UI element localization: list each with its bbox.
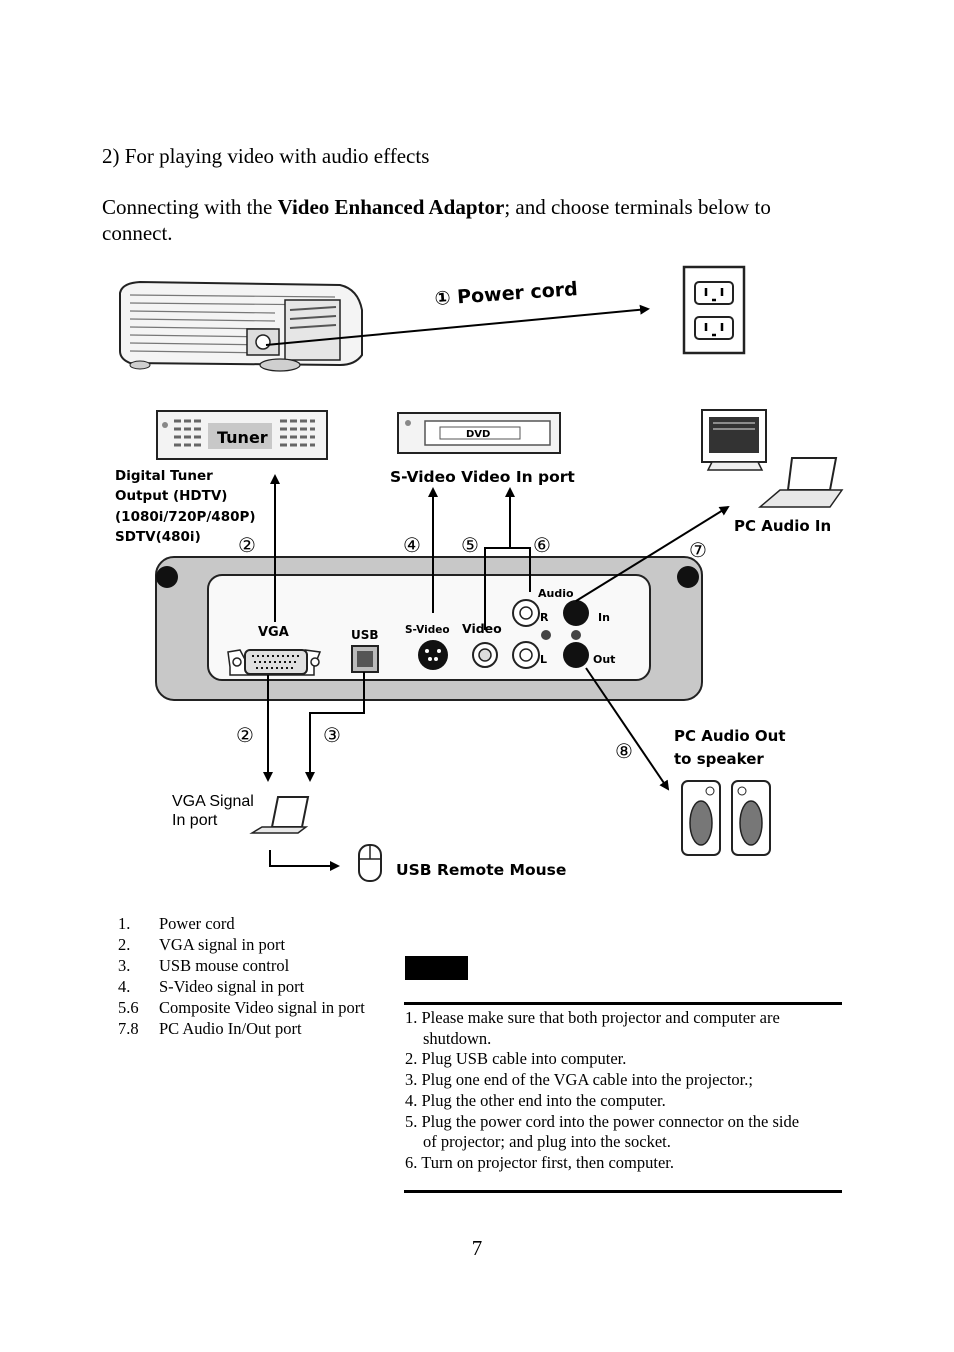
legend-item: 2. VGA signal in port — [118, 934, 365, 955]
marker-2-top: ② — [238, 535, 256, 557]
wall-socket-illustration — [682, 265, 746, 355]
svideo-video-in-label: S-Video Video In port — [390, 468, 575, 486]
step-text: 5. Plug the power cord into the power co… — [405, 1111, 800, 1131]
pc-audio-out-line-2: to speaker — [674, 750, 764, 768]
legend-text: PC Audio In/Out port — [159, 1019, 302, 1038]
marker-5: ⑤ — [461, 535, 479, 557]
laptop-pc-audio-in — [757, 457, 844, 508]
setup-steps: 1. Please make sure that both projector … — [405, 1008, 845, 1174]
marker-2-bottom: ② — [236, 725, 254, 747]
panel-usb-label: USB — [351, 628, 379, 642]
step-text-continued: of projector; and plug into the socket. — [423, 1132, 671, 1152]
panel-in-label: In — [598, 611, 610, 624]
digital-tuner-line-1: Digital Tuner — [115, 468, 213, 484]
marker-4: ④ — [403, 535, 421, 557]
legend-number: 3. — [118, 956, 131, 975]
adaptor-panel — [155, 556, 703, 701]
step-text-continued: shutdown. — [423, 1028, 492, 1048]
step-item: 2. Plug USB cable into computer. — [405, 1049, 845, 1070]
digital-tuner-output-label: Digital Tuner Output (HDTV) (1080i/720P/… — [115, 468, 260, 545]
step-item: 6. Turn on projector first, then compute… — [405, 1153, 845, 1174]
panel-audio-label: Audio — [538, 587, 574, 600]
step-item: 3. Plug one end of the VGA cable into th… — [405, 1070, 845, 1091]
marker-3: ③ — [323, 725, 341, 747]
step-text: 1. Please make sure that both projector … — [405, 1008, 780, 1027]
intro-paragraph: Connecting with the Video Enhanced Adapt… — [102, 194, 842, 246]
legend-number: 7.8 — [118, 1019, 139, 1038]
step-item: 1. Please make sure that both projector … — [405, 1008, 845, 1049]
intro-bold-term: Video Enhanced Adaptor — [277, 195, 505, 219]
tuner-label: Tuner — [217, 428, 268, 447]
panel-out-label: Out — [593, 653, 615, 666]
legend-number: 4. — [118, 977, 131, 996]
vga-signal-line-2: In port — [172, 812, 218, 829]
legend-text: S-Video signal in port — [159, 977, 305, 996]
legend-item: 7.8 PC Audio In/Out port — [118, 1018, 365, 1039]
step-text: 6. Turn on projector first, then compute… — [405, 1152, 675, 1172]
legend-item: 1. Power cord — [118, 913, 365, 934]
panel-r-label: R — [540, 611, 549, 624]
legend-item: 3. USB mouse control — [118, 955, 365, 976]
legend-number: 1. — [118, 914, 131, 933]
pc-audio-out-line-1: PC Audio Out — [674, 727, 786, 745]
legend-number: 5.6 — [118, 998, 139, 1017]
panel-video-label: Video — [462, 621, 502, 636]
legend-text: Composite Video signal in port — [159, 998, 365, 1017]
projector-illustration — [119, 280, 363, 372]
panel-vga-label: VGA — [258, 625, 289, 640]
laptop-vga-signal — [249, 796, 310, 834]
digital-tuner-line-3: (1080i/720P/480P) — [115, 509, 256, 525]
digital-tuner-line-2: Output (HDTV) — [115, 488, 227, 504]
step-item: 4. Plug the other end into the computer. — [405, 1091, 845, 1112]
panel-l-label: L — [540, 653, 547, 666]
speakers-illustration — [681, 780, 771, 856]
legend-item: 4. S-Video signal in port — [118, 976, 365, 997]
page-number: 7 — [471, 1236, 483, 1260]
connection-diagram: ① Power cord Tuner DVD Digital Tuner — [115, 265, 844, 882]
pc-audio-out-label: PC Audio Out to speaker — [674, 727, 791, 768]
step-text: 3. Plug one end of the VGA cable into th… — [405, 1070, 753, 1090]
legend-number: 2. — [118, 935, 131, 954]
vga-signal-line-1: VGA Signal — [172, 793, 254, 810]
marker-8: ⑧ — [615, 741, 633, 763]
legend-item: 5.6 Composite Video signal in port — [118, 997, 365, 1018]
note-top-rule — [404, 1002, 842, 1005]
note-tag-block — [405, 956, 468, 980]
power-cord-label: ① Power cord — [434, 278, 579, 310]
intro-text-before: Connecting with the — [102, 195, 278, 219]
legend-text: VGA signal in port — [159, 935, 286, 954]
dvd-label: DVD — [466, 429, 490, 440]
tuner-box: Tuner — [156, 410, 328, 460]
intro-text-after: ; and choose terminals below to connect. — [102, 195, 771, 245]
monitor-illustration — [701, 409, 767, 471]
vga-signal-label: VGA Signal In port — [172, 793, 258, 829]
connector-lines — [263, 474, 730, 871]
digital-tuner-line-4: SDTV(480i) — [115, 529, 201, 545]
power-cord-line — [265, 304, 650, 346]
panel-svideo-label: S-Video — [405, 624, 450, 636]
note-bottom-rule — [404, 1190, 842, 1193]
legend-text: Power cord — [159, 914, 235, 933]
legend-text: USB mouse control — [159, 956, 290, 975]
section-heading: 2) For playing video with audio effects — [102, 144, 430, 168]
marker-6: ⑥ — [533, 535, 551, 557]
dvd-player-box: DVD — [397, 412, 561, 454]
usb-remote-mouse-label: USB Remote Mouse — [396, 861, 566, 879]
step-item: 5. Plug the power cord into the power co… — [405, 1112, 845, 1153]
port-legend: 1. Power cord 2. VGA signal in port 3. USB … — [118, 913, 365, 1039]
marker-7: ⑦ — [689, 540, 707, 562]
step-text: 4. Plug the other end into the computer. — [405, 1090, 666, 1110]
pc-audio-in-label: PC Audio In — [734, 517, 831, 535]
step-text: 2. Plug USB cable into computer. — [405, 1049, 627, 1069]
mouse-icon — [358, 844, 382, 882]
